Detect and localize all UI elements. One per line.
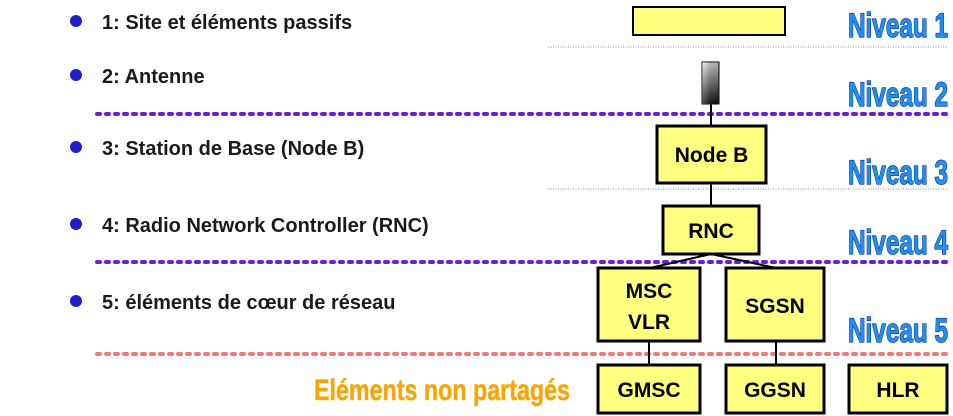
bullet-icon [70,69,82,81]
rnc-box: RNC [661,204,761,256]
item-1: 1: Site et éléments passifs [70,12,352,34]
site-box [632,6,786,36]
item-4: 4: Radio Network Controller (RNC) [70,215,429,237]
gmsc-label: GMSC [618,379,681,402]
sgsn-label: SGSN [745,295,805,318]
ggsn-box: GGSN [724,363,826,415]
bullet-icon [70,141,82,153]
hlr-box: HLR [847,363,949,415]
item-3: 3: Station de Base (Node B) [70,138,364,160]
msc-label: MSC [626,280,673,303]
bullet-icon [70,295,82,307]
item-5-label: 5: éléments de cœur de réseau [102,292,395,314]
item-4-label: 4: Radio Network Controller (RNC) [102,215,429,237]
rnc-label: RNC [688,220,734,243]
bullet-icon [70,15,82,27]
sgsn-box: SGSN [724,266,826,343]
unshared-elements-label: Eléments non partagés [314,374,570,407]
item-2-label: 2: Antenne [102,66,205,88]
item-3-label: 3: Station de Base (Node B) [102,138,364,160]
connector-rnc-msc [649,253,712,269]
ggsn-label: GGSN [744,379,806,402]
level-5-label: Niveau 5 [848,312,948,350]
node-b-box: Node B [655,124,768,185]
gmsc-box: GMSC [596,363,702,415]
vlr-label: VLR [628,311,670,334]
node-b-label: Node B [675,144,749,167]
bullet-icon [70,218,82,230]
hlr-label: HLR [876,379,919,402]
level-2-label: Niveau 2 [848,76,948,114]
level-1-label: Niveau 1 [848,7,948,45]
level-4-label: Niveau 4 [848,224,948,262]
item-2: 2: Antenne [70,66,205,88]
msc-vlr-box: MSC VLR [596,266,702,343]
level-3-label: Niveau 3 [848,154,948,192]
item-1-label: 1: Site et éléments passifs [102,12,352,34]
item-5: 5: éléments de cœur de réseau [70,292,395,314]
antenna-icon [701,61,720,105]
connector-rnc-sgsn [710,253,777,269]
